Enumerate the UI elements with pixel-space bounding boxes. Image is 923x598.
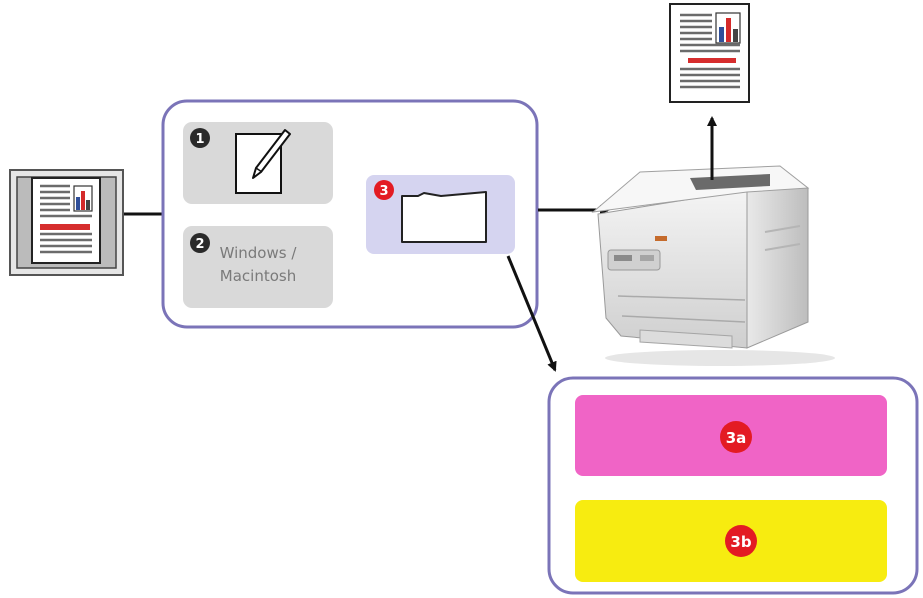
step-2-box (183, 226, 333, 308)
svg-text:2: 2 (195, 237, 204, 252)
arrow-to-options (506, 255, 557, 372)
step-1-badge: 1 (190, 128, 210, 148)
source-document-icon (9, 169, 124, 276)
step-2-label-line1: Windows / (220, 244, 298, 262)
svg-text:3b: 3b (730, 533, 751, 551)
step-2-badge: 2 (190, 233, 210, 253)
svg-text:3a: 3a (726, 429, 747, 447)
step-2-label-line2: Macintosh (220, 267, 296, 285)
step-3a-badge: 3a (720, 421, 752, 453)
svg-text:3: 3 (379, 184, 388, 199)
printed-page-icon (669, 3, 750, 103)
folder-icon (401, 191, 487, 243)
svg-text:1: 1 (195, 132, 204, 147)
printer-icon (591, 165, 835, 366)
pencil-page-icon (235, 129, 291, 194)
step-3-badge: 3 (374, 180, 394, 200)
step-3b-badge: 3b (725, 525, 757, 557)
